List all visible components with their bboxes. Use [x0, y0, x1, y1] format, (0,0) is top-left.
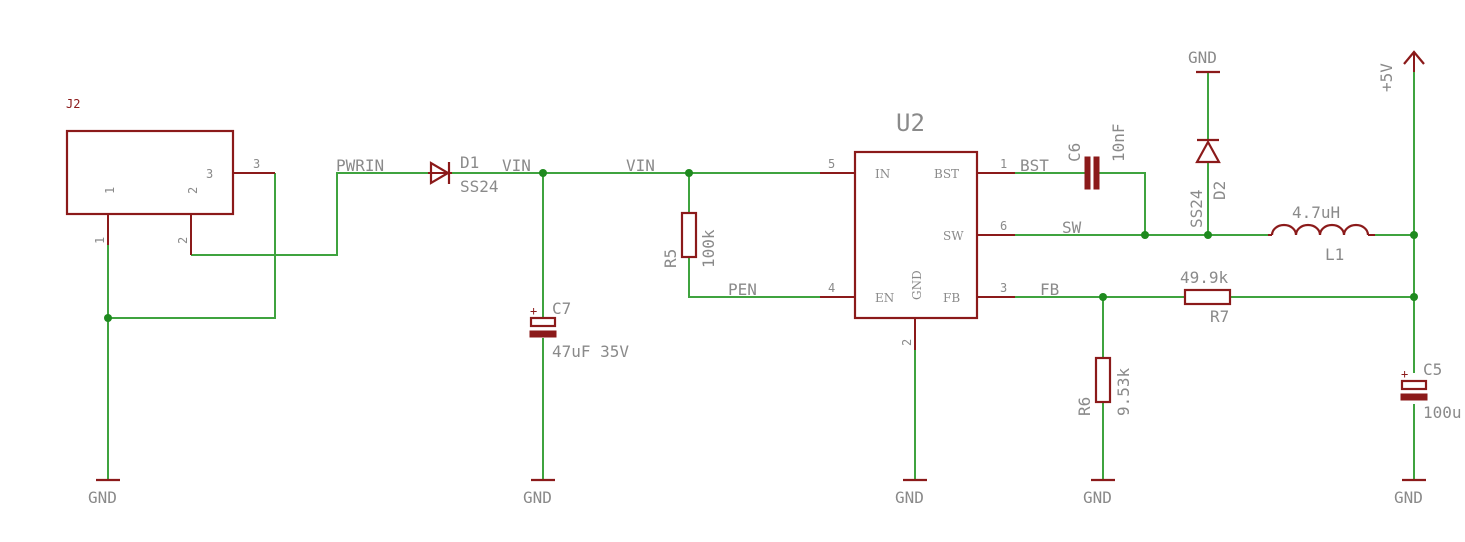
wires — [107, 72, 1415, 480]
capacitor-c6: C6 10nF — [1065, 123, 1128, 190]
ic-u2: U2 IN EN GND BST SW FB 5 4 2 1 6 3 — [820, 109, 1015, 350]
j2-pin2-num: 2 — [176, 237, 190, 244]
c6-ref: C6 — [1065, 143, 1084, 162]
l1-ref: L1 — [1325, 245, 1344, 264]
net-label-pen: PEN — [728, 280, 757, 299]
gnd-label-j2: GND — [88, 488, 117, 507]
gnd-symbol-u2: GND — [895, 478, 927, 507]
r6-ref: R6 — [1075, 397, 1094, 416]
r7-value: 49.9k — [1180, 268, 1229, 287]
r6-value: 9.53k — [1114, 367, 1133, 416]
u2-pin-bst-name: BST — [934, 167, 959, 181]
j2-pin1-num: 1 — [93, 237, 107, 244]
net-labels: PWRIN VIN VIN PEN BST SW FB — [336, 156, 1082, 299]
gnd-label-r6: GND — [1083, 488, 1112, 507]
capacitor-c5: + C5 100u — [1400, 360, 1462, 422]
resistor-r6: R6 9.53k — [1075, 356, 1133, 416]
supply-5v-label: +5V — [1377, 63, 1396, 92]
u2-pin-gnd-name: GND — [910, 270, 924, 300]
gnd-label-u2: GND — [895, 488, 924, 507]
c6-value: 10nF — [1109, 123, 1128, 162]
gnd-symbol-d2: GND — [1188, 48, 1220, 74]
inductor-l1: 4.7uH L1 — [1268, 203, 1375, 264]
j2-ref-label: J2 — [66, 97, 80, 111]
r5-ref: R5 — [661, 249, 680, 268]
diode-d1: D1 SS24 — [428, 153, 499, 196]
connector-j2: J2 1 2 3 1 2 3 — [65, 97, 275, 255]
junctions — [104, 169, 1418, 322]
gnd-symbol-c5: GND — [1394, 478, 1426, 507]
j2-pin3-inner: 3 — [206, 167, 213, 181]
resistor-r5: R5 100k — [661, 211, 718, 268]
u2-pin-fb-name: FB — [943, 291, 960, 305]
d2-value: SS24 — [1187, 189, 1206, 228]
net-label-fb: FB — [1040, 280, 1059, 299]
j2-pin1-inner: 1 — [103, 187, 117, 194]
j2-pin2-inner: 2 — [186, 187, 200, 194]
ground-symbols: GND GND GND GND GND GND — [88, 48, 1426, 507]
diode-d2: SS24 D2 — [1187, 138, 1229, 228]
d1-ref: D1 — [460, 153, 479, 172]
l1-value: 4.7uH — [1292, 203, 1340, 222]
gnd-symbol-r6: GND — [1083, 478, 1115, 507]
r5-value: 100k — [699, 229, 718, 268]
u2-pin-gnd-num: 2 — [900, 339, 914, 346]
u2-pin-sw-num: 6 — [1000, 219, 1007, 233]
resistor-r7: 49.9k R7 — [1180, 268, 1232, 326]
c7-plus: + — [530, 304, 537, 318]
net-label-bst: BST — [1020, 156, 1049, 175]
u2-ref: U2 — [896, 109, 925, 137]
u2-pin-in-name: IN — [875, 167, 890, 181]
net-label-vin-1: VIN — [502, 156, 531, 175]
u2-pin-en-name: EN — [875, 291, 894, 305]
net-label-sw: SW — [1062, 218, 1082, 237]
d1-value: SS24 — [460, 177, 499, 196]
c5-value: 100u — [1423, 403, 1462, 422]
capacitor-c7: + C7 47uF 35V — [529, 299, 629, 361]
u2-pin-in-num: 5 — [828, 157, 835, 171]
j2-pin3-num: 3 — [253, 157, 260, 171]
u2-pin-sw-name: SW — [943, 229, 964, 243]
gnd-label-c7: GND — [523, 488, 552, 507]
gnd-label-c5: GND — [1394, 488, 1423, 507]
gnd-label-d2: GND — [1188, 48, 1217, 67]
gnd-symbol-c7: GND — [523, 478, 555, 507]
u2-pin-bst-num: 1 — [1000, 157, 1007, 171]
c5-ref: C5 — [1423, 360, 1442, 379]
u2-pin-en-num: 4 — [828, 281, 835, 295]
r7-ref: R7 — [1210, 307, 1229, 326]
c5-plus: + — [1401, 367, 1408, 381]
net-label-vin-2: VIN — [626, 156, 655, 175]
supply-5v-symbol: +5V — [1377, 50, 1425, 92]
c7-value: 47uF 35V — [552, 342, 629, 361]
d2-ref: D2 — [1210, 181, 1229, 200]
gnd-symbol-j2: GND — [88, 478, 120, 507]
net-label-pwrin: PWRIN — [336, 156, 384, 175]
c7-ref: C7 — [552, 299, 571, 318]
u2-pin-fb-num: 3 — [1000, 281, 1007, 295]
